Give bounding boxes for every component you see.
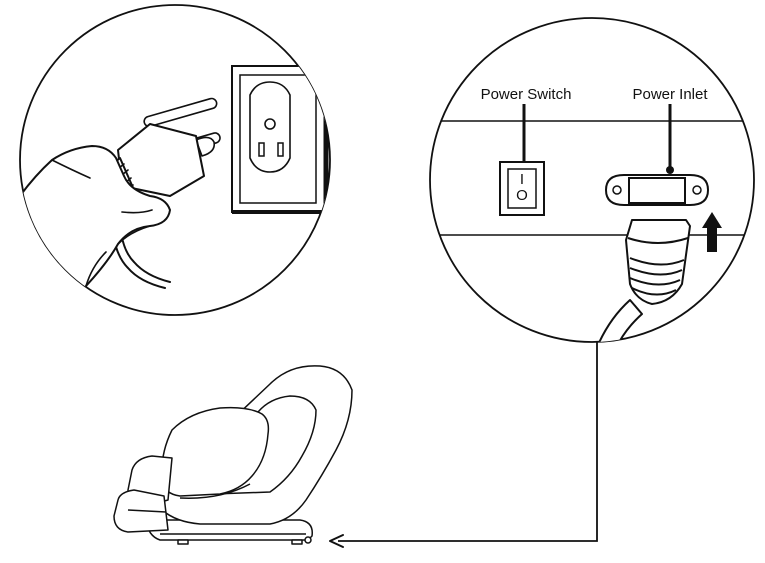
power-switch-icon [499, 161, 545, 216]
up-arrow-icon [702, 212, 722, 252]
wall-outlet-icon [231, 65, 329, 214]
inlet-detail-circle [429, 17, 755, 343]
power-cord-connector [597, 219, 691, 342]
power-switch-label: Power Switch [481, 86, 572, 103]
arrow-left-icon [329, 534, 344, 548]
plug-detail-circle [19, 4, 331, 316]
switch-off-mark: O [516, 187, 528, 204]
callout-connector [329, 342, 598, 548]
switch-on-mark: I [520, 171, 524, 188]
massage-chair-icon [113, 365, 353, 545]
power-inlet-dot [666, 166, 674, 174]
power-inlet-label: Power Inlet [632, 86, 708, 103]
power-inlet-icon [604, 174, 710, 206]
